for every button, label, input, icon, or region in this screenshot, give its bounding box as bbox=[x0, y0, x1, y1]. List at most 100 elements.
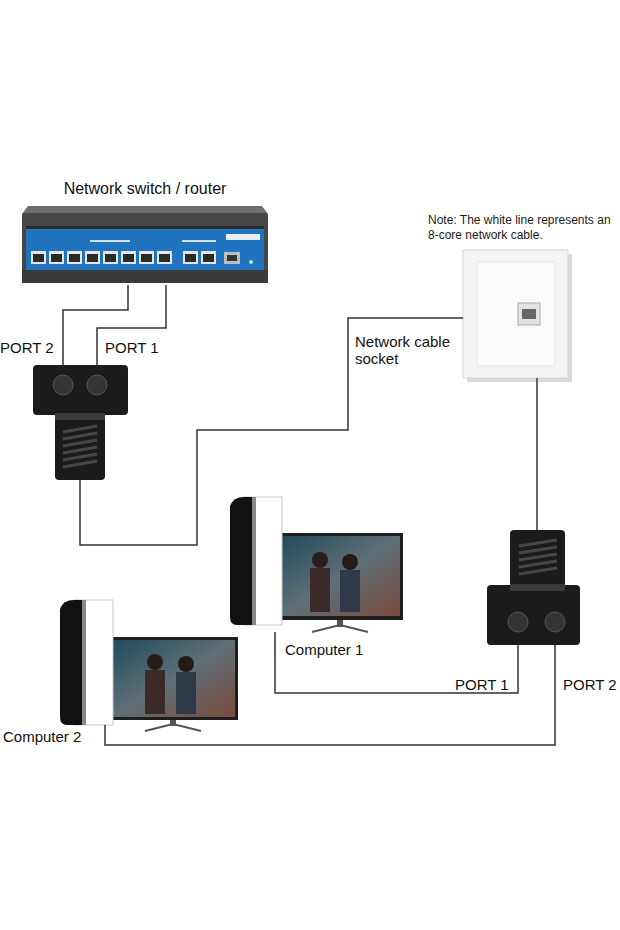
art-shape bbox=[519, 540, 557, 546]
tower-front bbox=[230, 497, 252, 625]
splitter-port bbox=[545, 612, 565, 632]
art-shape bbox=[227, 255, 237, 261]
art-shape bbox=[87, 254, 98, 262]
splitter-body bbox=[487, 530, 580, 645]
monitor-frame bbox=[108, 637, 238, 720]
art-shape bbox=[121, 251, 136, 264]
art-shape bbox=[69, 254, 80, 262]
splitter-node: PORT 2PORT 1 bbox=[33, 365, 128, 480]
socket-port bbox=[518, 303, 540, 325]
tower-stripe bbox=[82, 600, 86, 725]
cable-line bbox=[80, 318, 463, 545]
splitter-body bbox=[33, 365, 128, 480]
switch-panel bbox=[26, 229, 264, 270]
monitor-screen bbox=[111, 640, 235, 717]
screen-figure bbox=[312, 552, 328, 568]
panel-mark bbox=[90, 240, 130, 242]
node-label: Computer 1 bbox=[285, 641, 395, 658]
monitor-stand bbox=[145, 724, 201, 731]
splitter-strip bbox=[510, 584, 565, 591]
art-shape bbox=[63, 426, 97, 432]
art-shape bbox=[49, 251, 64, 264]
switch-base bbox=[22, 270, 268, 283]
cable-line bbox=[275, 632, 518, 693]
art-shape bbox=[63, 433, 97, 439]
screen-figure bbox=[147, 654, 163, 670]
cable-line bbox=[97, 285, 166, 365]
art-shape bbox=[123, 254, 134, 262]
port-label: PORT 2 bbox=[563, 676, 620, 693]
rj45-splitter bbox=[33, 365, 128, 480]
cable-line bbox=[105, 645, 555, 745]
socket-slot bbox=[522, 309, 536, 319]
splitter-port bbox=[87, 375, 107, 395]
art-shape bbox=[224, 252, 240, 264]
monitor-frame bbox=[277, 533, 403, 620]
tower-stripe bbox=[252, 497, 256, 625]
socket-plate bbox=[463, 250, 568, 378]
art-shape bbox=[63, 447, 97, 453]
computer bbox=[60, 600, 238, 731]
art-shape bbox=[51, 254, 62, 262]
art-shape bbox=[201, 251, 216, 264]
computer bbox=[230, 497, 403, 632]
art-shape bbox=[249, 260, 253, 264]
switch-edge bbox=[26, 226, 264, 229]
switch-body bbox=[22, 213, 268, 283]
switch-ports bbox=[31, 251, 253, 264]
art-shape bbox=[31, 251, 46, 264]
splitter-port bbox=[508, 612, 528, 632]
splitter-port bbox=[53, 375, 73, 395]
panel-mark bbox=[226, 234, 260, 240]
art-shape bbox=[63, 461, 97, 467]
splitter-grille bbox=[519, 540, 557, 574]
art-shape bbox=[33, 254, 44, 262]
art-shape bbox=[185, 254, 196, 262]
art-shape bbox=[103, 251, 118, 264]
note-text: Note: The white line represents an 8-cor… bbox=[428, 213, 618, 243]
node-label: Computer 2 bbox=[3, 728, 113, 745]
cable-line bbox=[536, 378, 538, 530]
splitter-strip bbox=[55, 413, 105, 420]
art-shape bbox=[157, 251, 172, 264]
port-label: PORT 2 bbox=[0, 339, 62, 356]
computer-node: Computer 1 bbox=[228, 495, 406, 632]
port-label: PORT 1 bbox=[105, 339, 167, 356]
art-shape bbox=[105, 254, 116, 262]
art-shape bbox=[519, 554, 557, 560]
node-title: Network switch / router bbox=[22, 180, 268, 197]
art-shape bbox=[203, 254, 214, 262]
monitor-stand bbox=[312, 625, 368, 632]
splitter-node: PORT 1PORT 2 bbox=[487, 530, 580, 645]
network-switch bbox=[22, 206, 268, 283]
art-shape bbox=[141, 254, 152, 262]
computer-node: Computer 2 bbox=[58, 598, 240, 725]
screen-figure bbox=[178, 656, 194, 672]
screen-figure bbox=[145, 670, 165, 714]
socket-node: Network cable socket bbox=[463, 250, 568, 378]
screen-figure bbox=[340, 570, 360, 612]
switch-top bbox=[22, 206, 268, 214]
art-shape bbox=[63, 454, 97, 460]
art-shape bbox=[519, 568, 557, 574]
monitor-screen bbox=[280, 536, 400, 616]
splitter-grille bbox=[63, 426, 97, 467]
art-shape bbox=[67, 251, 82, 264]
screen-figure bbox=[342, 554, 358, 570]
art-shape bbox=[139, 251, 154, 264]
art-shape bbox=[519, 561, 557, 567]
art-shape bbox=[519, 547, 557, 553]
wall-socket bbox=[463, 250, 572, 382]
panel-mark bbox=[182, 240, 216, 242]
screen-figure bbox=[176, 672, 196, 714]
art-shape bbox=[85, 251, 100, 264]
art-shape bbox=[183, 251, 198, 264]
switch-node: Network switch / router bbox=[22, 178, 268, 285]
tower-front bbox=[60, 600, 82, 725]
screen-figure bbox=[310, 568, 330, 612]
art-shape bbox=[159, 254, 170, 262]
art-shape bbox=[63, 440, 97, 446]
